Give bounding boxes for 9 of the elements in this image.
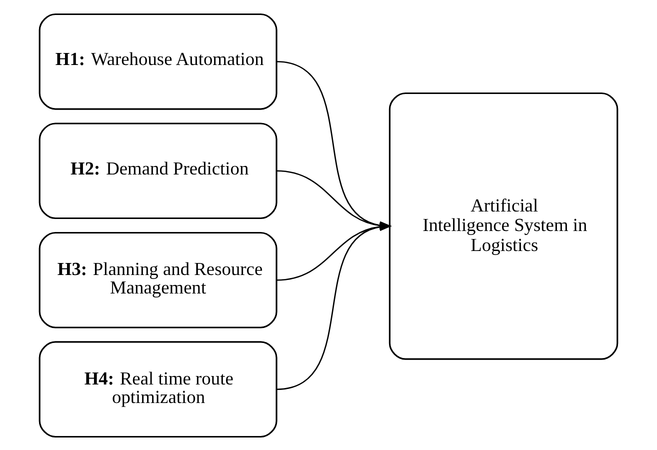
node-box: H2: Demand Prediction <box>38 122 278 219</box>
node-box: H3: Planning and Resource Management <box>38 231 278 328</box>
arrow <box>276 222 392 280</box>
node-box: Artificial Intelligence System in Logistics <box>388 92 618 360</box>
arrow <box>276 60 392 230</box>
node-box: H1: Warehouse Automation <box>38 12 278 110</box>
arrow <box>276 170 392 230</box>
node-box: H4: Real time route optimization <box>38 340 278 438</box>
arrow <box>276 222 392 390</box>
